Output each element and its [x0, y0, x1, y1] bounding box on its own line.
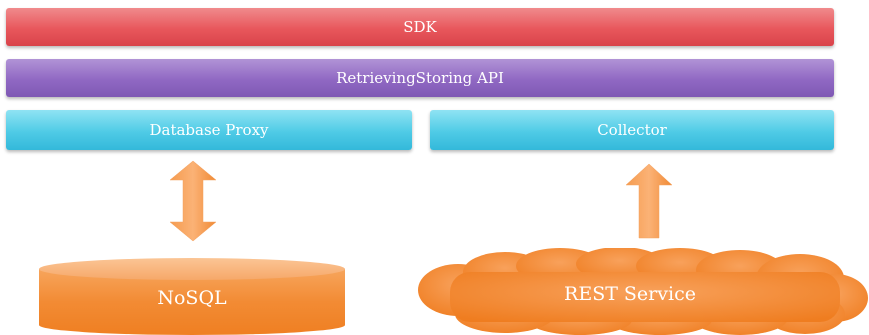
database-proxy-box: Database Proxy [6, 110, 412, 150]
sdk-layer: SDK [6, 8, 834, 46]
database-proxy-label: Database Proxy [149, 121, 269, 139]
rest-service-cloud [418, 248, 868, 335]
rest-service-label: REST Service [564, 283, 696, 305]
collector-box: Collector [430, 110, 834, 150]
up-arrow-icon [625, 163, 673, 239]
collector-label: Collector [597, 121, 667, 139]
nosql-label: NoSQL [157, 287, 227, 309]
api-layer: RetrievingStoring API [6, 59, 834, 97]
api-label: RetrievingStoring API [336, 69, 504, 87]
nosql-database-cylinder [39, 258, 345, 335]
bidirectional-arrow-icon [169, 160, 217, 242]
sdk-label: SDK [403, 18, 437, 36]
